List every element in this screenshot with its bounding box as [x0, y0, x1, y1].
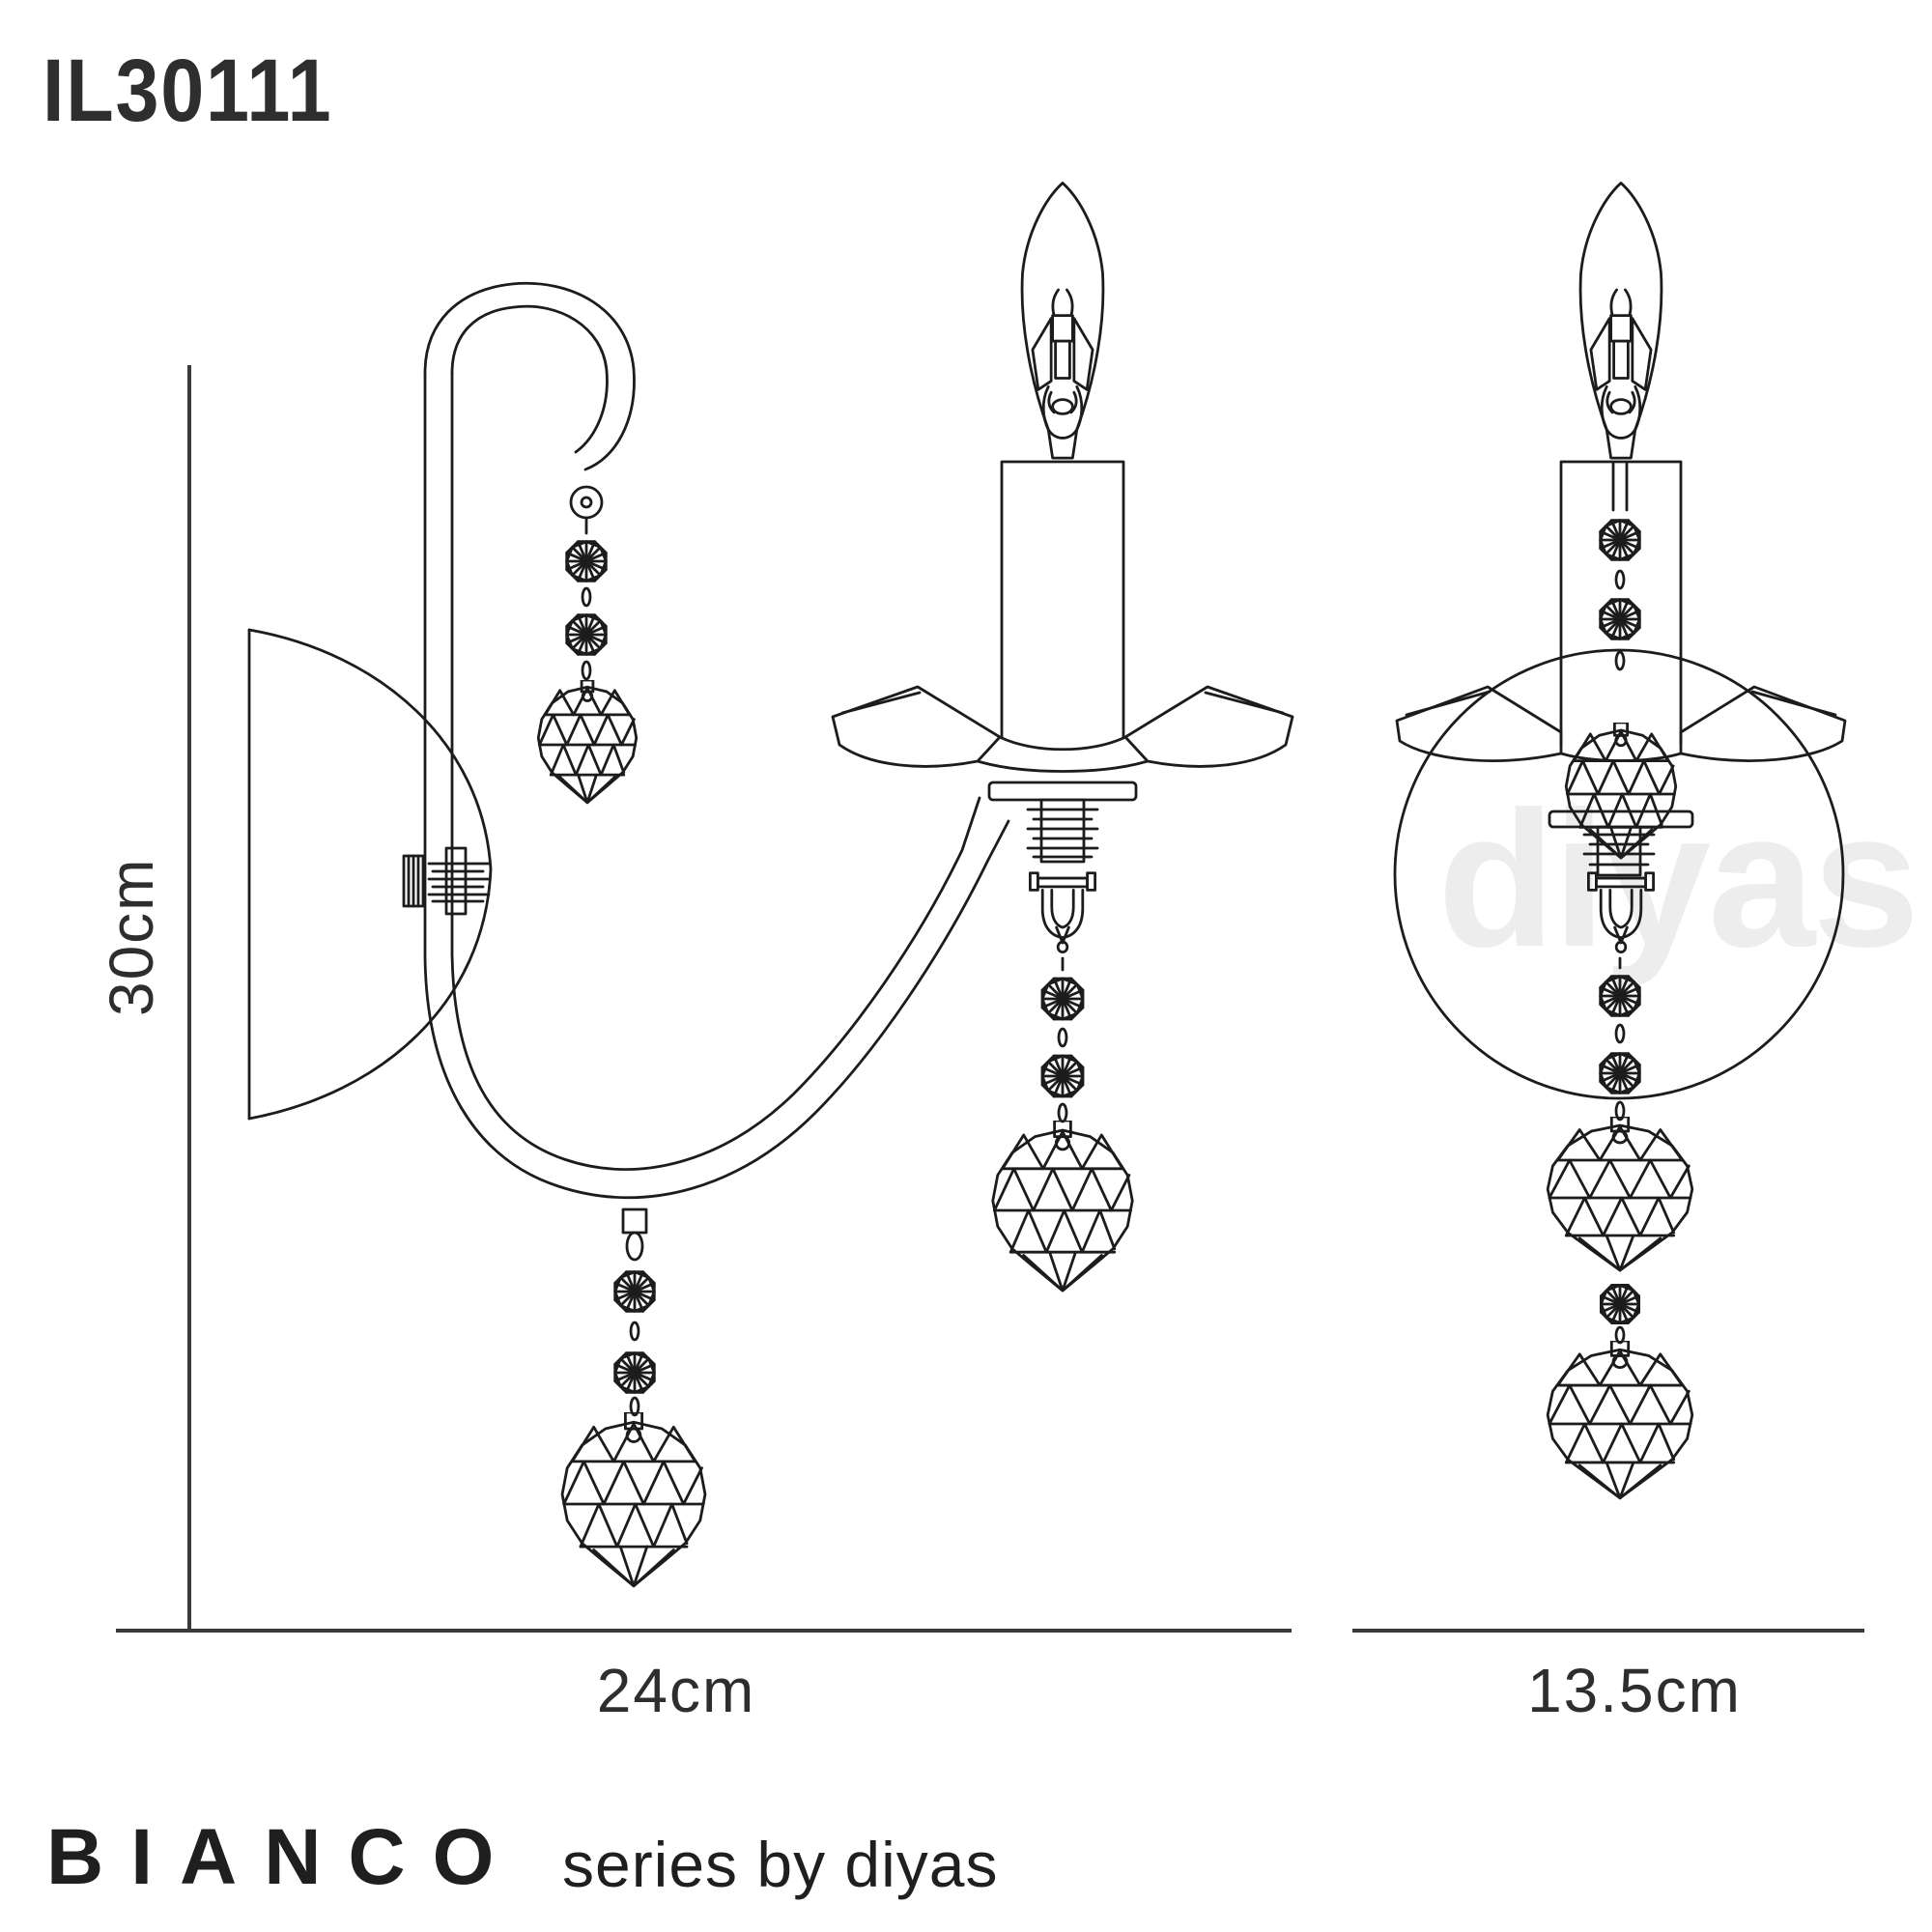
backplate-circle: [1393, 648, 1845, 1100]
bobeche-side: [831, 685, 1294, 773]
octagon-bead: [613, 1351, 656, 1394]
clamp-hook: [1029, 871, 1096, 953]
octagon-bead: [1041, 1055, 1084, 1097]
octagon-bead: [1599, 598, 1641, 640]
octagon-bead: [1600, 1284, 1640, 1324]
arm-drop-chain-side: [562, 1208, 705, 1586]
diyas-watermark: diyas: [1437, 772, 1919, 987]
faceted-ball: [1548, 1341, 1692, 1498]
candle-side: [1000, 183, 1125, 740]
octagon-bead: [565, 613, 608, 656]
width-dimension-label: 24cm: [597, 1656, 756, 1725]
octagon-bead: [1599, 519, 1641, 561]
mounting-screw: [402, 846, 491, 916]
octagon-bead: [1599, 975, 1641, 1017]
candle-bulb: [1022, 183, 1103, 458]
side-view: [247, 183, 1294, 1586]
scroll-arm: [423, 281, 1010, 1200]
series-tagline: series by diyas: [562, 1829, 999, 1900]
candle-front: [1559, 183, 1683, 746]
model-number: IL30111: [43, 42, 333, 140]
octagon-bead: [613, 1270, 656, 1313]
clamp-hook: [1587, 871, 1655, 953]
height-dimension-label: 30cm: [97, 858, 166, 1017]
series-name: BIANCO: [46, 1813, 522, 1901]
octagon-bead: [1041, 978, 1084, 1020]
faceted-ball: [993, 1121, 1132, 1291]
candle-drop-chain-front: [1548, 723, 1692, 1498]
faceted-ball: [562, 1412, 705, 1586]
candle-bulb: [1580, 183, 1662, 458]
depth-dimension-label: 13.5cm: [1527, 1656, 1742, 1725]
wall-plate-side: [247, 628, 493, 1121]
front-view: [1393, 183, 1847, 1498]
hook-crystal-chain: [536, 516, 639, 805]
faceted-ball: [1564, 723, 1678, 860]
octagon-bead: [565, 540, 608, 582]
dimension-annotations: [116, 365, 1864, 1633]
faceted-ball: [536, 680, 639, 805]
faceted-ball: [1548, 1117, 1692, 1270]
candle-drop-chain-side: [987, 781, 1138, 1291]
octagon-bead: [1599, 1052, 1641, 1094]
center-chain-front: [1599, 519, 1641, 671]
